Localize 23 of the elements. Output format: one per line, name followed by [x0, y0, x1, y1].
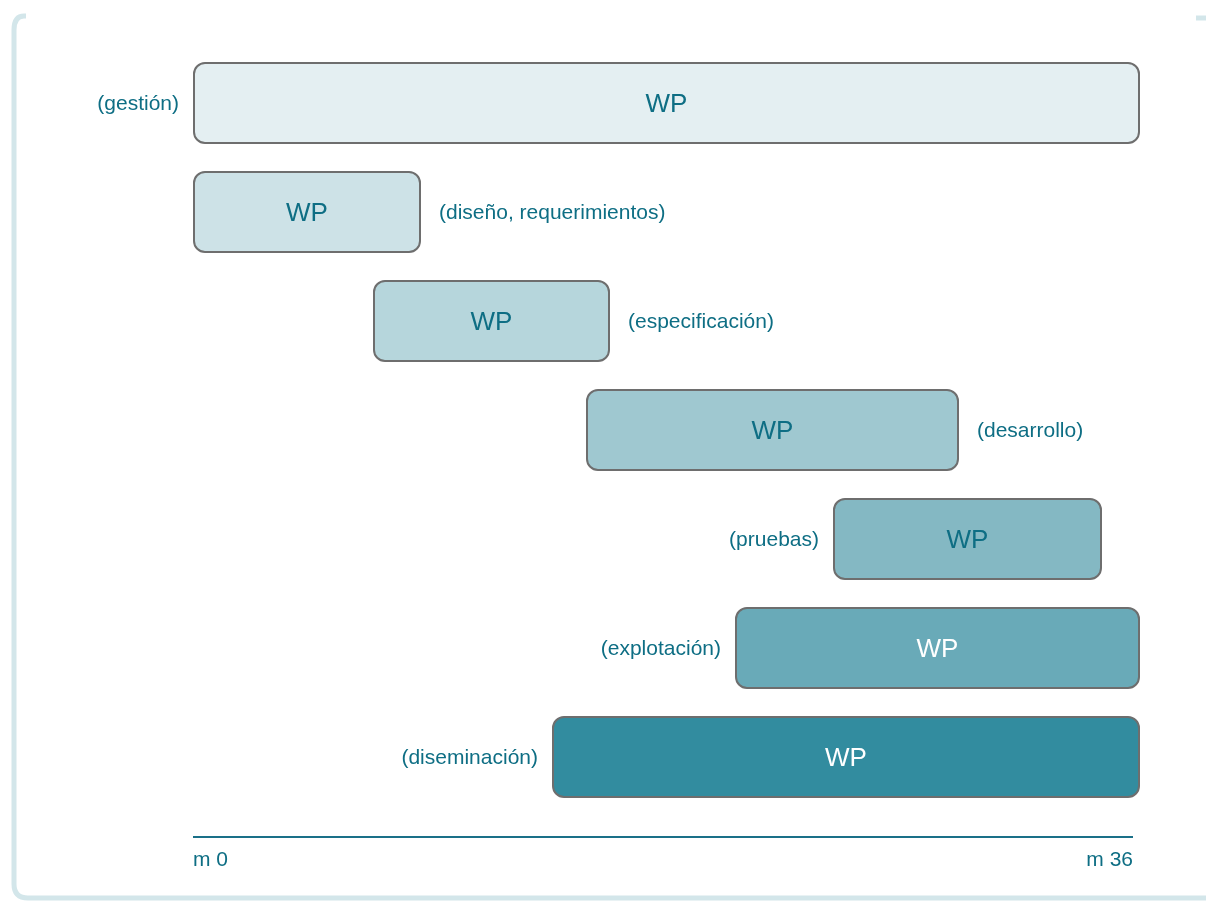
work-package-bar	[193, 62, 1140, 144]
work-package-label: WP	[645, 90, 688, 116]
work-package-label: WP	[946, 526, 989, 552]
work-package-caption: (diseminación)	[401, 743, 538, 770]
work-package-bar	[373, 280, 610, 362]
work-package-caption: (gestión)	[97, 89, 179, 116]
work-package-bar	[193, 171, 421, 253]
work-package-caption: (desarrollo)	[977, 416, 1084, 443]
work-package-label: WP	[470, 308, 513, 334]
work-package-bar	[586, 389, 959, 471]
work-package-bar	[552, 716, 1140, 798]
work-package-caption: (especificación)	[628, 307, 774, 334]
month-label: m 36	[1086, 846, 1133, 872]
work-package-caption: (pruebas)	[729, 525, 819, 552]
work-package-bar	[735, 607, 1140, 689]
work-package-label: WP	[916, 635, 959, 661]
work-package-label: WP	[825, 744, 867, 770]
month-label: m 0	[193, 846, 228, 872]
work-package-bar	[833, 498, 1102, 580]
work-package-caption: (diseño, requerimientos)	[439, 198, 666, 225]
work-package-label: WP	[286, 199, 328, 225]
work-package-caption: (explotación)	[600, 634, 721, 661]
work-package-label: WP	[751, 417, 794, 443]
